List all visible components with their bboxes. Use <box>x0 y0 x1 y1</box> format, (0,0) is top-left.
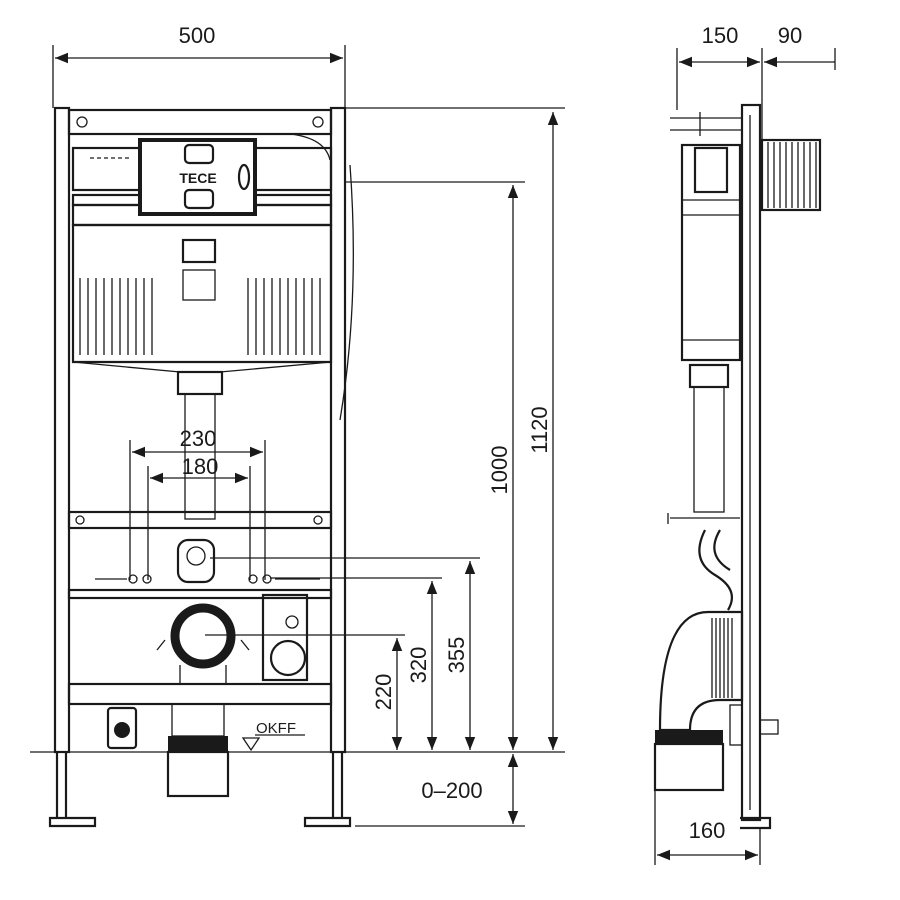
drain-connection <box>170 603 236 669</box>
right-post <box>329 106 347 754</box>
water-inlet <box>176 538 216 584</box>
middle-rail <box>67 510 333 530</box>
floor-level-label: OKFF <box>256 720 296 737</box>
bottom-rail <box>67 682 333 706</box>
top-rail <box>67 108 333 136</box>
left-post <box>53 106 71 754</box>
wall-extension <box>760 138 822 212</box>
flush-actuator <box>138 138 257 216</box>
spacing-180-dimension: 180 <box>182 454 219 479</box>
side-view <box>653 103 822 830</box>
height-220-dimension: 220 <box>371 674 396 711</box>
total-height-dimension: 1120 <box>527 406 552 453</box>
width-dimension: 500 <box>179 23 216 48</box>
height-355-dimension: 355 <box>444 637 469 674</box>
side-drain-bend <box>658 610 744 732</box>
depth-150-dimension: 150 <box>702 23 739 48</box>
spacing-230-dimension: 230 <box>180 426 217 451</box>
frame-height-dimension: 1000 <box>487 446 512 495</box>
bottom-depth-160-dimension: 160 <box>689 818 726 843</box>
extension-90-dimension: 90 <box>778 23 802 48</box>
foot-adjust-dimension: 0–200 <box>421 778 482 803</box>
left-foot <box>48 752 97 828</box>
front-view: TECE <box>48 106 354 828</box>
front-dimensions: 500 1120 1000 355 320 220 0–200 230 180 <box>30 23 565 827</box>
side-cistern <box>680 143 742 362</box>
side-post <box>740 103 762 822</box>
brand-logo: TECE <box>179 170 216 186</box>
right-foot <box>303 752 352 828</box>
electrical-box <box>261 593 309 682</box>
height-320-dimension: 320 <box>406 647 431 684</box>
side-dimensions: 150 90 160 <box>654 23 836 865</box>
